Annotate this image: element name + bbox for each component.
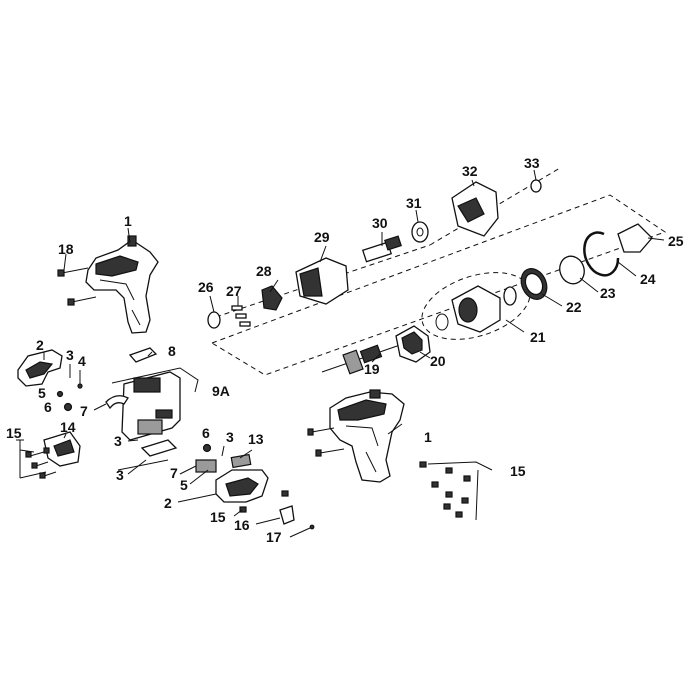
leader-lines: [16, 169, 665, 538]
armature-19: [321, 344, 401, 375]
callout-1b: 1: [424, 429, 432, 445]
housing-half-right: [329, 389, 405, 483]
housing-half-left: [85, 235, 159, 334]
front-plate-25: [617, 223, 653, 253]
callout-29: 29: [314, 229, 330, 245]
callout-15c: 15: [510, 463, 526, 479]
snap-ring-24: [583, 231, 620, 277]
callout-8: 8: [168, 343, 176, 359]
callout-22: 22: [566, 299, 582, 315]
bracket-16: [279, 505, 295, 525]
screw-17: [309, 524, 315, 530]
screw-18b: [67, 296, 97, 306]
screw-18: [57, 267, 89, 277]
callout-13: 13: [248, 431, 264, 447]
contact-8: [128, 347, 158, 363]
control-board-9a: [111, 367, 199, 471]
callout-21: 21: [530, 329, 546, 345]
callout-28: 28: [256, 263, 272, 279]
callout-1a: 1: [124, 213, 132, 229]
hammer-29: [295, 257, 349, 305]
callout-27: 27: [226, 283, 242, 299]
callout-6a: 6: [44, 399, 52, 415]
anvil-30: [361, 235, 402, 263]
callout-4: 4: [78, 353, 86, 369]
callout-labels: 1 1 2 2 3 3 3 3 4 5 5 6 6 7 7 8 9A 13 14…: [6, 155, 684, 545]
callout-3b: 3: [114, 433, 122, 449]
callout-26: 26: [198, 279, 214, 295]
washer-31: [411, 221, 429, 243]
gear-case-21: [421, 272, 531, 340]
screw-3b: [221, 445, 225, 457]
callout-32: 32: [462, 163, 478, 179]
field-20: [395, 325, 431, 363]
carrier-28: [261, 285, 283, 311]
callout-5a: 5: [38, 385, 46, 401]
callout-30: 30: [372, 215, 388, 231]
end-cap-14: [43, 431, 81, 467]
callout-31: 31: [406, 195, 422, 211]
callout-7b: 7: [170, 465, 178, 481]
callout-16: 16: [234, 517, 250, 533]
washer-23: [559, 255, 585, 285]
callout-15b: 15: [210, 509, 226, 525]
spring-7b: [195, 459, 217, 473]
callout-18: 18: [58, 241, 74, 257]
callout-33: 33: [524, 155, 540, 171]
callout-14: 14: [60, 419, 76, 435]
callout-15a: 15: [6, 425, 22, 441]
callout-3a: 3: [66, 347, 74, 363]
nose-cover-32: [451, 181, 499, 237]
callout-2b: 2: [164, 495, 172, 511]
callout-20: 20: [430, 353, 446, 369]
callout-24: 24: [640, 271, 656, 287]
screws-housing: [307, 427, 345, 457]
latch-cover-2b: [215, 469, 269, 503]
screws-15c: [419, 461, 493, 521]
callout-5b: 5: [180, 477, 188, 493]
assembly-frame: [211, 167, 667, 376]
callout-23: 23: [600, 285, 616, 301]
pins-27: [231, 305, 251, 327]
latch-cover-2: [17, 349, 63, 387]
callout-9a: 9A: [212, 383, 230, 399]
callout-17: 17: [266, 529, 282, 545]
spring-4: [77, 370, 83, 389]
bushing-33: [530, 179, 542, 193]
screws-15b: [239, 490, 289, 513]
callout-19: 19: [364, 361, 380, 377]
callout-3c: 3: [116, 467, 124, 483]
spring-7a: [93, 395, 129, 411]
callout-2a: 2: [36, 337, 44, 353]
spring-13: [230, 453, 252, 469]
callout-7a: 7: [80, 403, 88, 419]
ball-6a: [63, 402, 73, 412]
ball-6b: [202, 443, 212, 453]
screws-15a: [19, 440, 57, 479]
pin-5a: [56, 390, 64, 398]
callout-6b: 6: [202, 425, 210, 441]
ring-gear-22: [520, 268, 548, 300]
callout-3d: 3: [226, 429, 234, 445]
washer-26: [207, 311, 221, 329]
callout-25: 25: [668, 233, 684, 249]
